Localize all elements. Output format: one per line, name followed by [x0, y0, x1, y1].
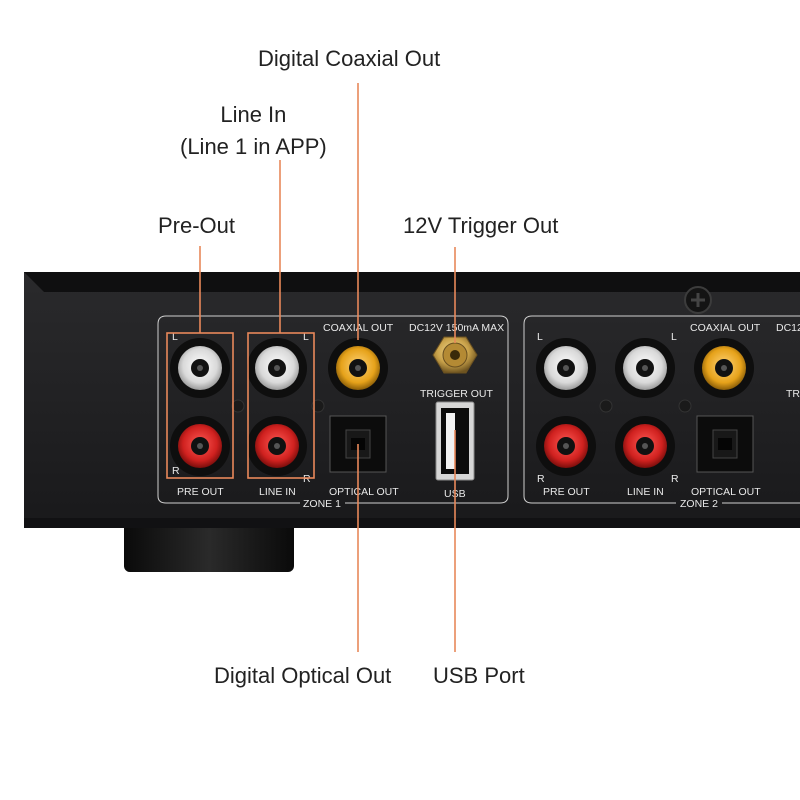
zone1-left-marker-a: L	[172, 331, 178, 343]
zone1-pre-out-left-jack	[170, 338, 230, 398]
zone1-panel	[157, 315, 509, 504]
callout-trigger-out-label: 12V Trigger Out	[403, 213, 559, 238]
zone1-ground-screw-a	[231, 399, 245, 413]
zone2-pre-out-right-jack	[536, 416, 596, 476]
zone1-pre-out-label: PRE OUT	[177, 486, 224, 498]
zone2-right-marker-a: R	[537, 473, 545, 485]
zone2-line-in-label: LINE IN	[627, 486, 664, 498]
zone2-line-in-left-jack	[615, 338, 675, 398]
zone2-pre-out-left-jack	[536, 338, 596, 398]
callout-pre-out: Pre-Out	[158, 210, 235, 242]
zone2-line-in-right-jack	[615, 416, 675, 476]
zone1-coaxial-out-jack	[328, 338, 388, 398]
callout-line-in-sublabel: (Line 1 in APP)	[180, 133, 327, 159]
zone1-line-in-right-jack	[247, 416, 307, 476]
zone1-trigger-out-label: TRIGGER OUT	[420, 388, 494, 400]
callout-usb-port-label: USB Port	[433, 663, 525, 688]
callout-usb-port: USB Port	[433, 660, 525, 692]
zone2-trigger-partial-label: TR	[786, 388, 800, 400]
zone2-ground-screw-b	[678, 399, 692, 413]
zone1-line-in-label: LINE IN	[259, 486, 296, 498]
line-in-highlight-box	[247, 332, 315, 479]
zone2-optical-out-label: OPTICAL OUT	[691, 486, 761, 498]
zone2-left-marker-a: L	[537, 331, 543, 343]
zone2-ground-screw-a	[599, 399, 613, 413]
callout-line-in: Line In (Line 1 in APP)	[180, 99, 327, 163]
zone1-right-marker-a: R	[172, 465, 180, 477]
callout-trigger-out: 12V Trigger Out	[403, 210, 558, 242]
zone1-pre-out-right-jack	[170, 416, 230, 476]
callout-pre-out-label: Pre-Out	[158, 213, 236, 238]
device-foot	[124, 520, 294, 572]
zone1-label: ZONE 1	[303, 498, 341, 510]
zone2-left-marker-b: L	[671, 331, 677, 343]
zone2-dc-spec-label: DC12	[776, 322, 800, 334]
callout-digital-optical-out: Digital Optical Out	[214, 660, 391, 692]
zone2-right-marker-b: R	[671, 473, 679, 485]
zone1-ground-screw-b	[311, 399, 325, 413]
zone1-dc-spec-label: DC12V 150mA MAX	[409, 322, 504, 334]
zone1-left-marker-b: L	[303, 331, 309, 343]
zone1-right-marker-b: R	[303, 473, 311, 485]
zone1-usb-port	[435, 401, 475, 481]
zone2-pre-out-label: PRE OUT	[543, 486, 590, 498]
chassis-bevel	[24, 272, 800, 292]
callout-digital-coaxial-out: Digital Coaxial Out	[258, 43, 440, 75]
chassis-screw	[684, 286, 712, 314]
zone2-optical-out-port	[696, 415, 754, 473]
callout-line-in-label: Line In	[220, 102, 287, 127]
zone1-trigger-out-jack	[432, 336, 478, 374]
callout-digital-coaxial-out-label: Digital Coaxial Out	[258, 46, 441, 71]
zone2-label: ZONE 2	[680, 498, 718, 510]
zone2-panel	[523, 315, 800, 504]
zone2-coaxial-out-label: COAXIAL OUT	[690, 322, 761, 334]
chassis-bottom-edge	[24, 518, 800, 528]
callout-digital-optical-out-label: Digital Optical Out	[214, 663, 392, 688]
zone1-line-in-left-jack	[247, 338, 307, 398]
zone1-optical-out-label: OPTICAL OUT	[329, 486, 399, 498]
zone2-coaxial-out-jack	[694, 338, 754, 398]
